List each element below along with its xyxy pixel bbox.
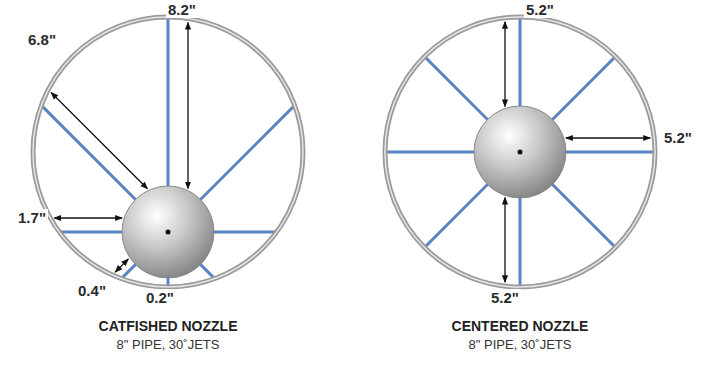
- nozzle-center: [166, 230, 171, 235]
- pipe-centered: [385, 17, 655, 287]
- dimension-arrow: [566, 137, 650, 138]
- nozzle-ball: [122, 186, 214, 278]
- pipe-wall-highlight: [385, 17, 655, 287]
- dimension-label: 1.7": [16, 209, 48, 226]
- nozzle-ball: [474, 106, 566, 198]
- caption-title: CATFISHED NOZZLE: [99, 318, 238, 334]
- dimension-arrow: [115, 259, 128, 272]
- dimension-arrow: [504, 197, 505, 282]
- dimension-label: 5.2": [524, 1, 556, 18]
- dimension-label: 0.4": [76, 282, 108, 299]
- caption-subtitle: 8" PIPE, 30˚JETS: [469, 338, 572, 353]
- pipe-wall-highlight: [33, 17, 303, 287]
- dimension-arrow: [504, 22, 505, 107]
- nozzle-center: [518, 150, 523, 155]
- pipe-wall: [33, 17, 303, 287]
- dimension-arrow: [51, 93, 147, 189]
- dimension-label: 0.2": [144, 289, 176, 306]
- pipe-wall: [385, 17, 655, 287]
- dimension-label: 5.2": [489, 289, 521, 306]
- dimension-arrow: [54, 217, 122, 218]
- dimension-label: 8.2": [166, 1, 198, 18]
- pipe-catfished: [33, 17, 303, 287]
- caption-subtitle: 8" PIPE, 30˚JETS: [117, 338, 220, 353]
- dimension-label: 6.8": [26, 31, 58, 48]
- dimension-arrows: [51, 22, 650, 282]
- caption-title: CENTERED NOZZLE: [452, 318, 589, 334]
- dimension-arrow: [187, 23, 188, 189]
- dimension-label: 5.2": [662, 129, 694, 146]
